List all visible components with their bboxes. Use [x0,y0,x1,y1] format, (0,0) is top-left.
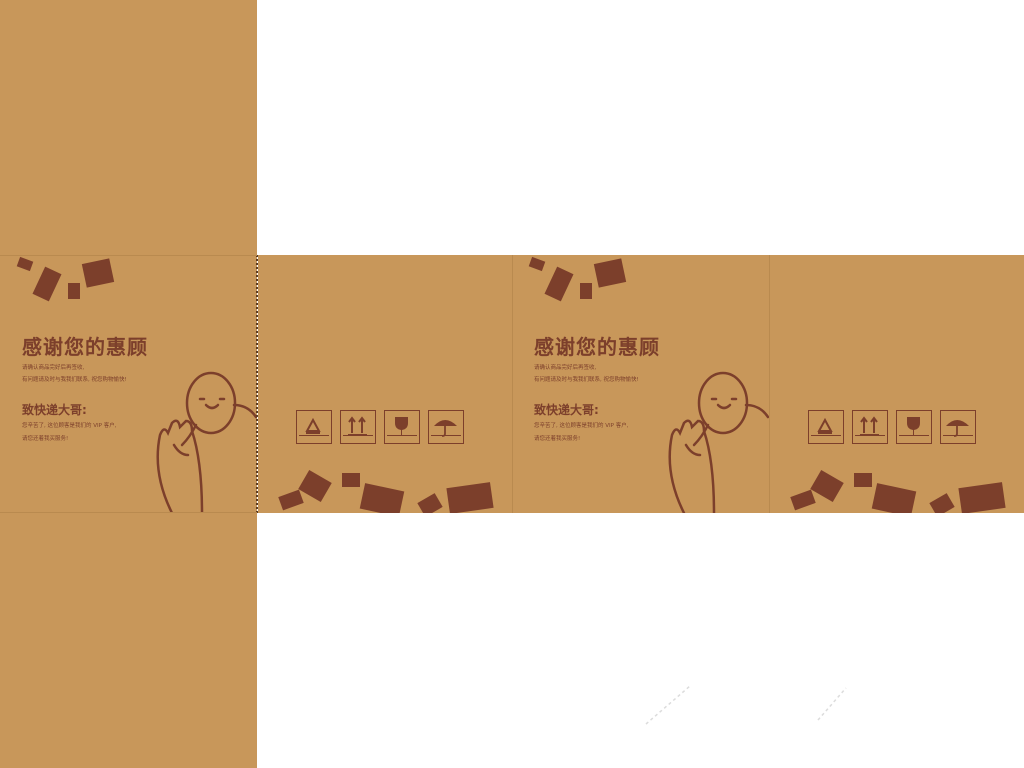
keep-dry-icon [428,410,464,444]
fold-crease [769,255,770,513]
fold-crease [0,512,257,513]
fold-crease [0,255,257,256]
side-panel [770,255,1024,513]
scattered-squares-bottom [278,469,494,513]
recycle-icon [808,410,844,444]
front-panel: 感谢您的惠顾 请确认商品完好后再签收, 有问题请及时与我我们联系, 祝您购物愉快… [0,255,257,513]
thanks-heading: 感谢您的惠顾 [534,335,660,359]
courier-line-1: 您辛苦了, 这位顾客是我们的 VIP 客户, [534,423,629,429]
courier-line-1: 您辛苦了, 这位顾客是我们的 VIP 客户, [22,423,117,429]
top-flap [0,0,257,255]
message-line-2: 有问题请及时与我我们联系, 祝您购物愉快! [22,377,127,383]
fragile-icon [384,410,420,444]
side-panel [258,255,512,513]
fold-guide-mark [645,685,691,725]
recycle-icon [296,410,332,444]
handling-symbols [808,410,988,446]
message-line-1: 请确认商品完好后再签收, [534,365,597,371]
scattered-squares-bottom [790,469,1006,513]
courier-heading: 致快递大哥: [534,403,599,417]
mascot-illustration [156,371,257,513]
scattered-squares-top [16,256,115,302]
bottom-flap [0,513,257,768]
fold-crease [512,255,513,513]
courier-line-2: 请您还着我买服务! [534,436,581,442]
this-way-up-icon [852,410,888,444]
keep-dry-icon [940,410,976,444]
fold-guide-mark [817,687,847,721]
message-line-1: 请确认商品完好后再签收, [22,365,85,371]
message-line-2: 有问题请及时与我我们联系, 祝您购物愉快! [534,377,639,383]
this-way-up-icon [340,410,376,444]
handling-symbols [296,410,476,446]
courier-heading: 致快递大哥: [22,403,87,417]
thanks-heading: 感谢您的惠顾 [22,335,148,359]
courier-line-2: 请您还着我买服务! [22,436,69,442]
glue-seam [256,255,258,513]
front-panel: 感谢您的惠顾 请确认商品完好后再签收, 有问题请及时与我我们联系, 祝您购物愉快… [512,255,769,513]
mascot-illustration [668,371,769,513]
scattered-squares-top [528,256,627,302]
fragile-icon [896,410,932,444]
